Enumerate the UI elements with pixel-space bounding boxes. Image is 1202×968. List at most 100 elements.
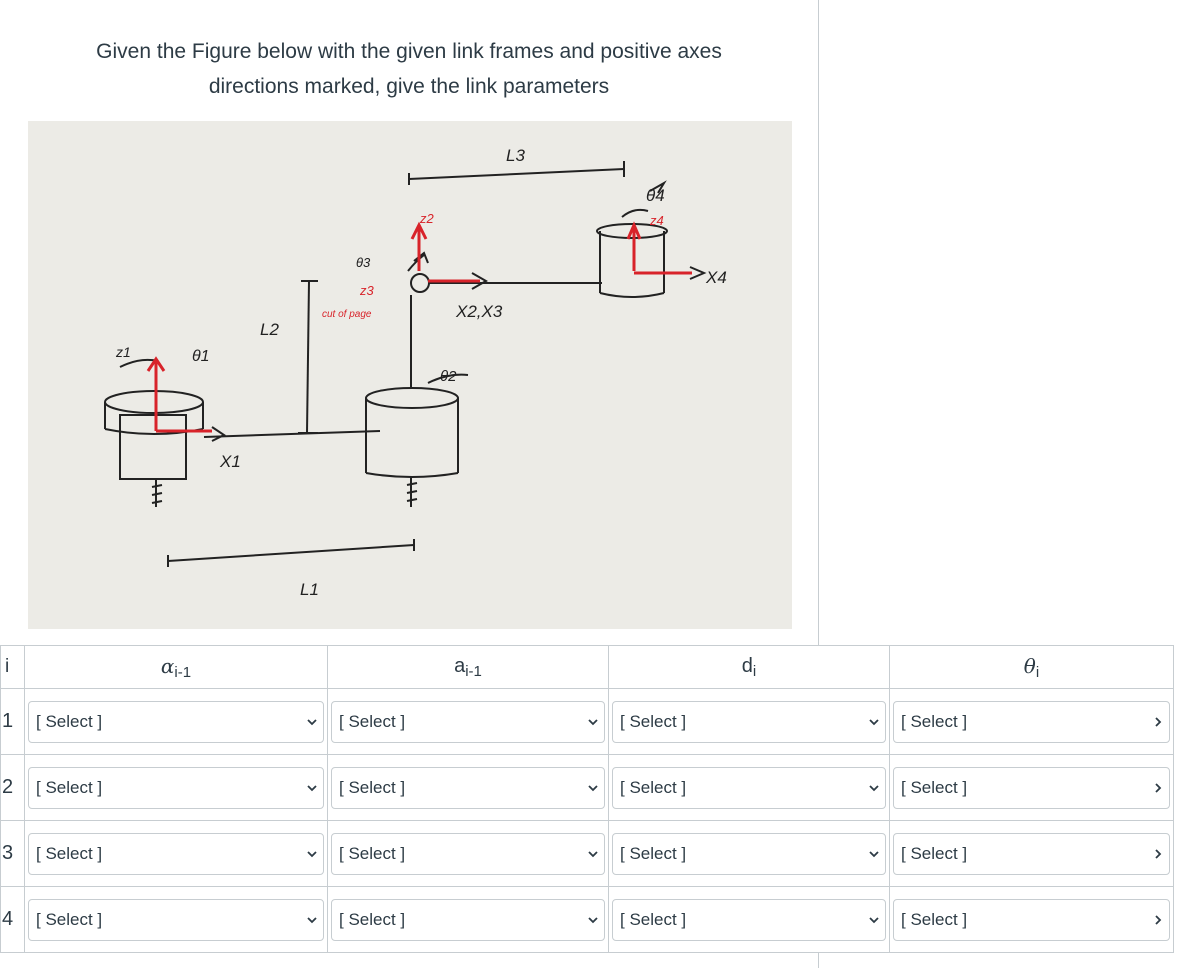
select-label: [ Select ] xyxy=(339,843,406,863)
cell-alpha: [ Select ] xyxy=(24,886,328,953)
select-label: [ Select ] xyxy=(901,909,968,929)
theta-select-dropdown[interactable]: [ Select ] xyxy=(893,832,1170,875)
label-z4: z4 xyxy=(649,213,664,228)
row-index: 1 xyxy=(0,688,25,755)
cell-d: [ Select ] xyxy=(608,886,890,953)
a-select-dropdown[interactable]: [ Select ] xyxy=(331,700,605,743)
header-a: ai-1 xyxy=(327,645,609,689)
label-L3: L3 xyxy=(506,146,525,165)
cell-alpha: [ Select ] xyxy=(24,754,328,821)
chevron-down-icon xyxy=(307,784,317,791)
cell-d: [ Select ] xyxy=(608,754,890,821)
alpha-select-dropdown[interactable]: [ Select ] xyxy=(28,700,324,743)
label-z1: z1 xyxy=(115,344,131,360)
theta-subscript: i xyxy=(1035,663,1040,681)
robot-arm-figure: L3 L2 L1 θ4 X4 θ3 X2,X3 θ2 z1 θ1 X1 z4 z… xyxy=(28,121,792,629)
label-theta3: θ3 xyxy=(356,255,371,270)
label-theta1: θ1 xyxy=(192,348,210,365)
select-label: [ Select ] xyxy=(339,777,406,797)
select-label: [ Select ] xyxy=(620,777,687,797)
link-parameters-table: i αi-1 ai-1 di θi 1[ Select ][ Select ][… xyxy=(0,645,1174,953)
question-line-1: Given the Figure below with the given li… xyxy=(96,40,722,63)
chevron-down-icon xyxy=(307,718,317,725)
table-row: 1 [ Select ] [ Select ] [ Select ] [ Select … xyxy=(0,688,1174,755)
question-text: Given the Figure below with the given li… xyxy=(0,34,818,104)
theta-select-dropdown[interactable]: [ Select ] xyxy=(893,766,1170,809)
chevron-down-icon xyxy=(307,850,317,857)
a-select-dropdown[interactable]: [ Select ] xyxy=(331,832,605,875)
label-theta2: θ2 xyxy=(440,368,457,385)
select-label: [ Select ] xyxy=(339,711,406,731)
chevron-down-icon xyxy=(588,718,598,725)
table-header-row: i αi-1 ai-1 di θi xyxy=(0,645,1174,689)
select-label: [ Select ] xyxy=(901,777,968,797)
d-select-dropdown[interactable]: [ Select ] xyxy=(612,898,886,941)
header-i: i xyxy=(0,645,25,689)
alpha-select-dropdown[interactable]: [ Select ] xyxy=(28,832,324,875)
row-index: 3 xyxy=(0,820,25,887)
d-subscript: i xyxy=(752,662,757,680)
cell-theta: [ Select ] xyxy=(889,886,1174,953)
theta-select-dropdown[interactable]: [ Select ] xyxy=(893,700,1170,743)
alpha-select-dropdown[interactable]: [ Select ] xyxy=(28,898,324,941)
cell-d: [ Select ] xyxy=(608,820,890,887)
cell-a: [ Select ] xyxy=(327,820,609,887)
alpha-subscript: i-1 xyxy=(174,663,192,681)
row-index: 2 xyxy=(0,754,25,821)
label-cut-of-page: cut of page xyxy=(322,309,372,320)
select-label: [ Select ] xyxy=(620,711,687,731)
label-L1: L1 xyxy=(300,580,319,599)
a-select-dropdown[interactable]: [ Select ] xyxy=(331,898,605,941)
theta-select-dropdown[interactable]: [ Select ] xyxy=(893,898,1170,941)
theta-symbol: θ xyxy=(1023,653,1036,678)
chevron-down-icon xyxy=(307,916,317,923)
cell-a: [ Select ] xyxy=(327,886,609,953)
cell-theta: [ Select ] xyxy=(889,688,1174,755)
label-z3: z3 xyxy=(359,283,375,298)
alpha-symbol: α xyxy=(160,653,175,678)
alpha-select-dropdown[interactable]: [ Select ] xyxy=(28,766,324,809)
table-row: 4 [ Select ] [ Select ] [ Select ] [ Select … xyxy=(0,886,1174,953)
select-label: [ Select ] xyxy=(620,843,687,863)
header-alpha: αi-1 xyxy=(24,645,328,689)
chevron-down-icon xyxy=(588,850,598,857)
label-x4: X4 xyxy=(705,268,727,287)
table-row: 2 [ Select ] [ Select ] [ Select ] [ Select … xyxy=(0,754,1174,821)
label-z2: z2 xyxy=(419,211,435,226)
chevron-down-icon xyxy=(588,916,598,923)
cell-theta: [ Select ] xyxy=(889,754,1174,821)
robot-arm-sketch: L3 L2 L1 θ4 X4 θ3 X2,X3 θ2 z1 θ1 X1 z4 z… xyxy=(104,146,727,599)
a-symbol: a xyxy=(454,654,466,677)
chevron-down-icon xyxy=(869,784,879,791)
d-select-dropdown[interactable]: [ Select ] xyxy=(612,700,886,743)
cell-alpha: [ Select ] xyxy=(24,820,328,887)
label-L2: L2 xyxy=(260,320,279,339)
table-row: 3 [ Select ] [ Select ] [ Select ] [ Select … xyxy=(0,820,1174,887)
cell-a: [ Select ] xyxy=(327,754,609,821)
chevron-right-icon xyxy=(1155,848,1162,859)
select-label: [ Select ] xyxy=(901,843,968,863)
d-select-dropdown[interactable]: [ Select ] xyxy=(612,766,886,809)
cell-alpha: [ Select ] xyxy=(24,688,328,755)
cell-theta: [ Select ] xyxy=(889,820,1174,887)
a-subscript: i-1 xyxy=(465,662,482,680)
cell-d: [ Select ] xyxy=(608,688,890,755)
chevron-right-icon xyxy=(1155,914,1162,925)
d-symbol: d xyxy=(741,654,753,677)
a-select-dropdown[interactable]: [ Select ] xyxy=(331,766,605,809)
chevron-down-icon xyxy=(869,916,879,923)
chevron-down-icon xyxy=(869,718,879,725)
select-label: [ Select ] xyxy=(339,909,406,929)
select-label: [ Select ] xyxy=(36,843,103,863)
content-divider xyxy=(818,0,819,645)
header-d: di xyxy=(608,645,890,689)
cell-a: [ Select ] xyxy=(327,688,609,755)
select-label: [ Select ] xyxy=(901,711,968,731)
d-select-dropdown[interactable]: [ Select ] xyxy=(612,832,886,875)
label-x2-x3: X2,X3 xyxy=(455,302,503,321)
select-label: [ Select ] xyxy=(36,909,103,929)
select-label: [ Select ] xyxy=(36,777,103,797)
select-label: [ Select ] xyxy=(36,711,103,731)
row-index: 4 xyxy=(0,886,25,953)
content-divider-lower xyxy=(818,953,819,968)
